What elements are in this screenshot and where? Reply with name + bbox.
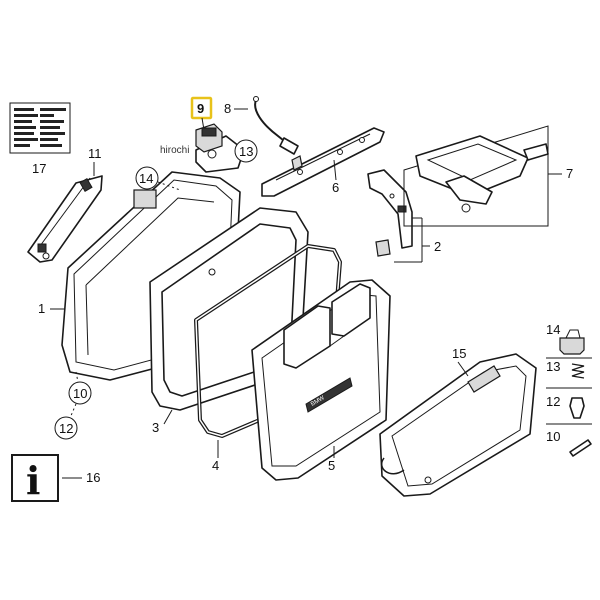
circled-callout-10: 10 bbox=[68, 381, 92, 405]
callout-17: 17 bbox=[32, 161, 46, 176]
list-item-13: 13 bbox=[546, 359, 560, 374]
side-rail-part bbox=[27, 175, 103, 263]
list-item-10: 10 bbox=[546, 429, 560, 444]
cable-part bbox=[253, 96, 299, 155]
highlighted-callout-9: 9 bbox=[190, 96, 213, 120]
hinge-bracket-part bbox=[367, 169, 413, 257]
callout-6: 6 bbox=[332, 180, 339, 195]
lock-part bbox=[195, 123, 245, 173]
svg-text:9: 9 bbox=[197, 101, 204, 116]
callout-8: 8 bbox=[224, 101, 231, 116]
lever-bracket-part bbox=[261, 127, 385, 197]
callout-11: 11 bbox=[88, 146, 102, 161]
callout-1: 1 bbox=[38, 301, 45, 316]
svg-text:12: 12 bbox=[59, 421, 73, 436]
circled-callout-12: 12 bbox=[54, 416, 78, 440]
callout-5: 5 bbox=[328, 458, 335, 473]
circled-callout-14: 14 bbox=[135, 166, 159, 190]
small-parts-list: 14 13 12 10 bbox=[546, 322, 592, 457]
label-sticker-part bbox=[9, 102, 71, 154]
callout-7: 7 bbox=[566, 166, 573, 181]
circled-callout-13: 13 bbox=[234, 139, 258, 163]
svg-text:10: 10 bbox=[73, 386, 87, 401]
inner-bag-part bbox=[379, 353, 537, 497]
callout-3: 3 bbox=[152, 420, 159, 435]
list-item-12: 12 bbox=[546, 394, 560, 409]
svg-text:i: i bbox=[26, 458, 40, 503]
case-lid-part: BMW bbox=[251, 279, 391, 481]
svg-text:13: 13 bbox=[239, 144, 253, 159]
info-icon: i bbox=[11, 454, 59, 503]
callout-4: 4 bbox=[212, 458, 219, 473]
watermark-text: hirochi bbox=[160, 145, 189, 156]
callout-15: 15 bbox=[452, 346, 466, 361]
callout-16: 16 bbox=[86, 470, 100, 485]
svg-text:14: 14 bbox=[139, 171, 153, 186]
list-item-14: 14 bbox=[546, 322, 560, 337]
carrier-part bbox=[403, 125, 549, 227]
callout-2: 2 bbox=[434, 239, 441, 254]
